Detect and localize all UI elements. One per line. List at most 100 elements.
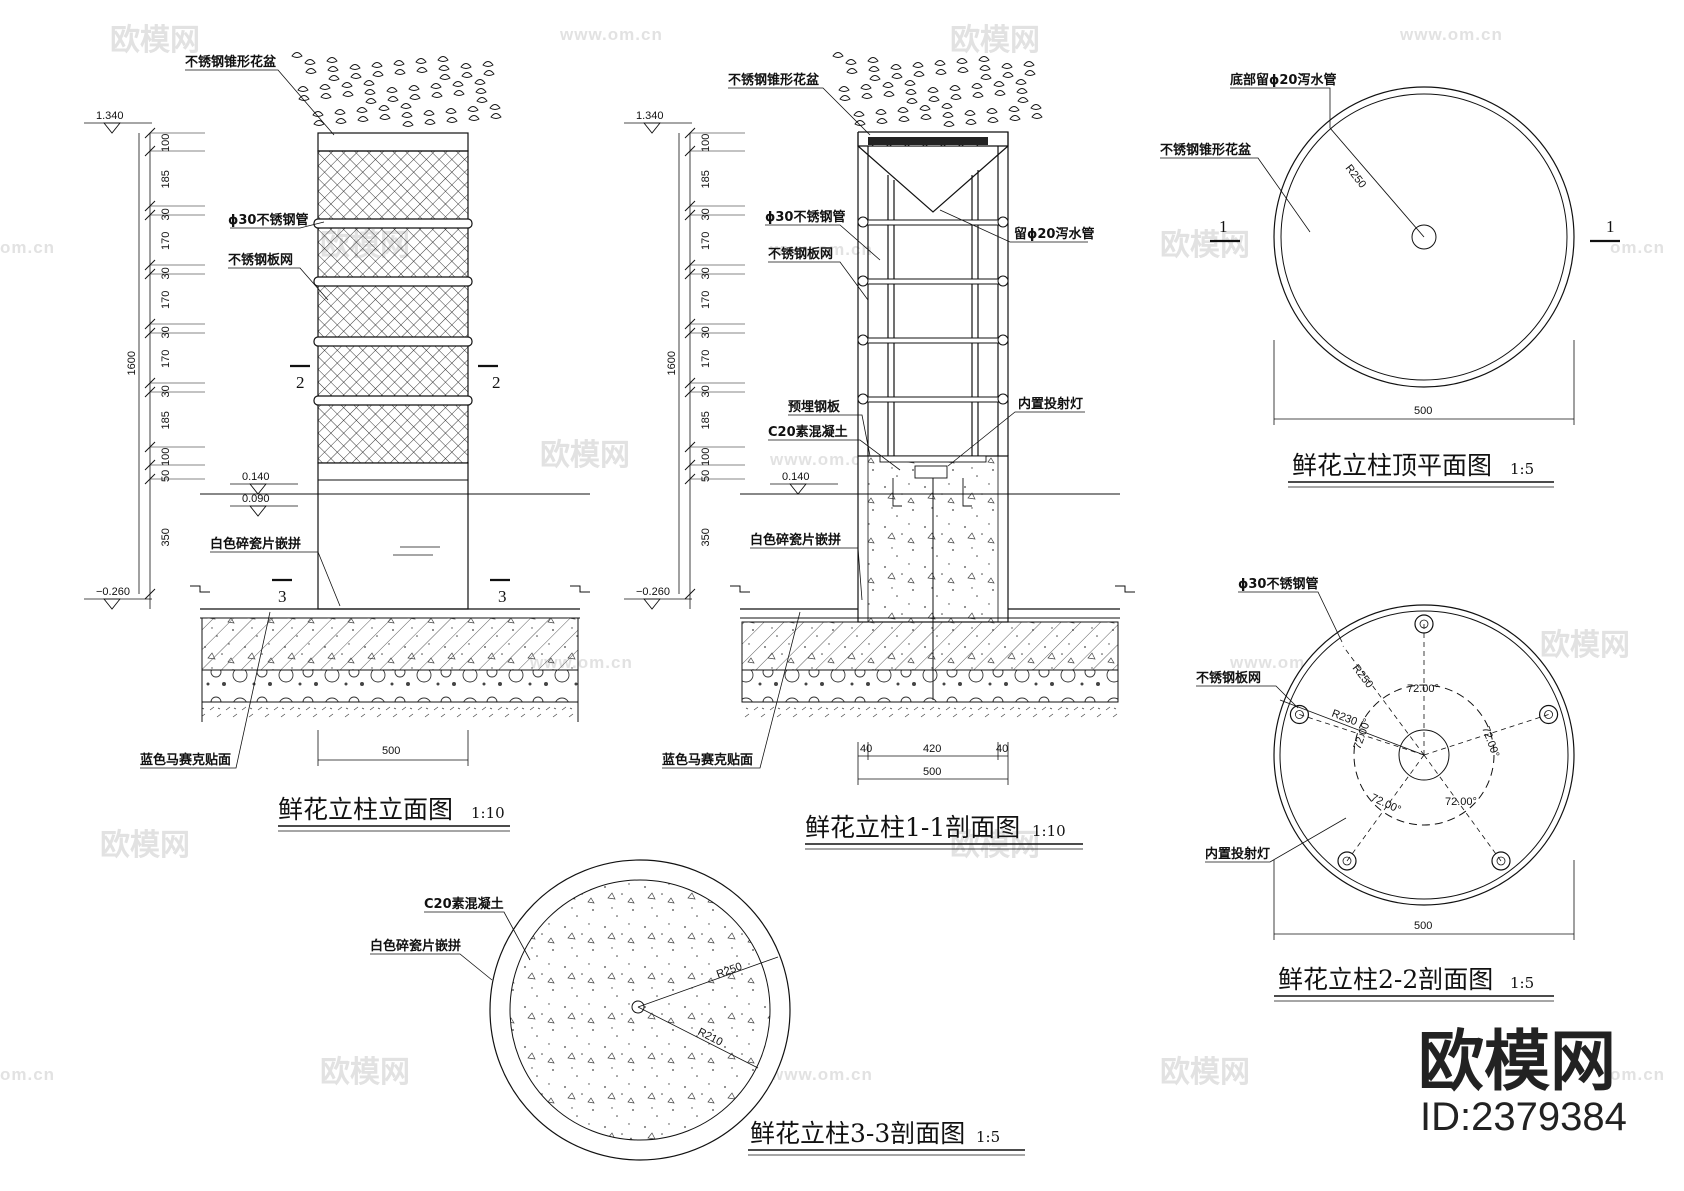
dim-inner: 420 [923, 743, 941, 755]
top-plan-scale: 1:5 [1510, 460, 1534, 478]
level-value: 0.140 [242, 471, 270, 483]
section-mark-2-right: 2 [492, 373, 501, 392]
label-planter: 不锈钢锥形花盆 [728, 72, 820, 88]
leaf [400, 103, 412, 109]
leaf [424, 119, 436, 125]
leaf [949, 85, 961, 91]
dimension-value: 185 [160, 411, 172, 429]
leaf [913, 71, 925, 77]
leaf [891, 73, 903, 79]
leaf [919, 105, 931, 111]
watermark-text: 欧模网 [110, 23, 200, 58]
dimension-value: 30 [700, 208, 712, 220]
level-value: 1.340 [96, 110, 124, 122]
leaf [972, 92, 984, 98]
label-mosaic: 蓝色马赛克贴面 [662, 752, 753, 768]
leaf [994, 90, 1006, 96]
leaf [942, 112, 954, 118]
leaf [408, 85, 420, 91]
dimension-value: 170 [160, 232, 172, 250]
angle-ray [1299, 714, 1425, 756]
watermark-url: www.om.cn [769, 450, 873, 469]
leaf [897, 107, 909, 113]
dimension-value: 30 [700, 267, 712, 279]
leaf [979, 65, 991, 71]
label-drain: 留ϕ20泻水管 [1014, 226, 1094, 242]
dimension-value: 350 [700, 528, 712, 546]
leaf [905, 89, 917, 95]
leaf [845, 59, 857, 65]
section11-scale: 1:10 [1032, 822, 1066, 840]
watermark-url-short: om.cn [0, 238, 55, 257]
leaf [854, 120, 866, 126]
width-dimension: 500 [382, 745, 400, 757]
leaf [453, 90, 465, 96]
leaf [1017, 97, 1029, 103]
level-symbol [643, 122, 661, 134]
leaf [890, 64, 902, 70]
plant-foliage [832, 52, 1043, 127]
dimension-total: 1600 [126, 351, 138, 375]
leaf [1023, 61, 1035, 67]
leaf [965, 119, 977, 125]
dimension-value: 185 [700, 411, 712, 429]
label-pipe: ϕ30不锈钢管 [765, 209, 845, 225]
plant-foliage [291, 52, 502, 127]
label-mesh: 不锈钢板网 [768, 246, 833, 262]
leaf [363, 80, 375, 86]
leaf [365, 98, 377, 104]
leaf [920, 114, 932, 120]
leaf [476, 97, 488, 103]
watermark-text: 欧模网 [100, 828, 190, 863]
dimension-value: 30 [160, 326, 172, 338]
leaf [431, 92, 443, 98]
leaf [328, 75, 340, 81]
label-mesh: 不锈钢板网 [228, 252, 293, 268]
leaf [906, 98, 918, 104]
elevation-title: 鲜花立柱立面图 [278, 795, 453, 824]
leaf [928, 96, 940, 102]
leaf [415, 58, 427, 64]
label-planter: 不锈钢锥形花盆 [185, 54, 277, 70]
leaf [474, 79, 486, 85]
watermark-url: www.om.cn [769, 240, 873, 259]
leaf [335, 118, 347, 124]
watermark-text: 欧模网 [540, 438, 630, 473]
leaf [379, 114, 391, 120]
leaf [342, 91, 354, 97]
label-pipe: ϕ30不锈钢管 [1238, 576, 1318, 592]
leaf [1008, 106, 1020, 112]
leaf [483, 70, 495, 76]
watermark-url-short: om.cn [0, 1065, 55, 1084]
section11-title: 鲜花立柱1-1剖面图 [805, 813, 1020, 842]
leaf [876, 118, 888, 124]
section22-scale: 1:5 [1510, 974, 1534, 992]
leaf [326, 57, 338, 63]
leaf [437, 56, 449, 62]
leaf [350, 73, 362, 79]
brand-logo-text: 欧模网 [1418, 1023, 1616, 1100]
leaf [980, 74, 992, 80]
leaf [439, 74, 451, 80]
leaf [986, 108, 998, 114]
level-value: −0.260 [636, 586, 670, 598]
leaf [987, 117, 999, 123]
section-mark-3-right: 3 [498, 587, 507, 606]
leaf [357, 116, 369, 122]
dimension-value: 30 [160, 385, 172, 397]
leaf [956, 58, 968, 64]
leaf [838, 86, 850, 92]
level-symbol [103, 122, 121, 134]
leaf [867, 57, 879, 63]
label-light: 内置投射灯 [1018, 396, 1083, 412]
leaf [402, 121, 414, 127]
label-drain: 底部留ϕ20泻水管 [1230, 72, 1336, 88]
dim-right-wall: 40 [996, 743, 1008, 755]
dimension-value: 30 [700, 385, 712, 397]
leaf [490, 113, 502, 119]
label-planter: 不锈钢锥形花盆 [1160, 142, 1252, 158]
dimension-value: 170 [700, 350, 712, 368]
